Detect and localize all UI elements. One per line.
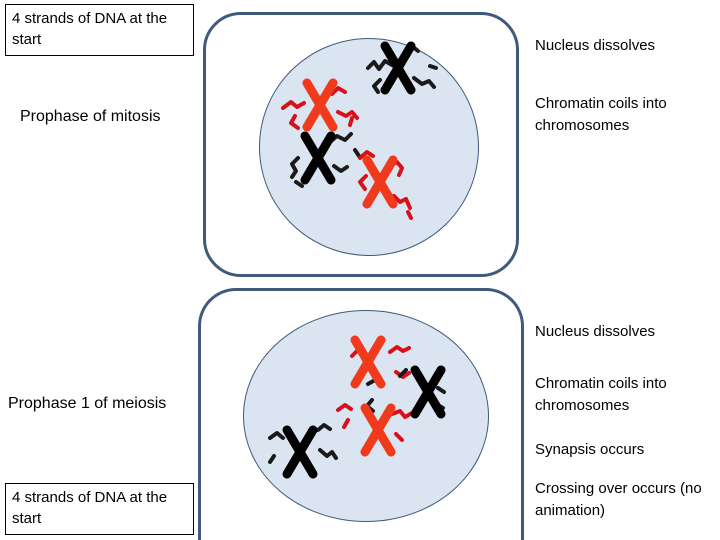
- meiosis-note-nucleus-dissolves: Nucleus dissolves: [535, 323, 656, 340]
- mitosis-nucleus: [259, 38, 479, 256]
- meiosis-note-synapsis: Synapsis occurs: [535, 441, 645, 458]
- meiosis-note-crossing-over: Crossing over occurs (no animation): [535, 480, 702, 519]
- meiosis-chromosome-red-1: [355, 340, 381, 384]
- mitosis-title: Prophase of mitosis: [20, 108, 161, 125]
- mitosis-chromosome-black-2: [305, 136, 331, 180]
- mitosis-chromosome-red-2: [367, 160, 393, 204]
- meiosis-chromatin-red-2: [336, 403, 414, 442]
- mitosis-chromatin-black-2: [290, 132, 361, 188]
- meiosis-chromatin-black-2: [268, 423, 338, 464]
- meiosis-note-chromatin-coils: Chromatin coils into chromosomes: [535, 375, 667, 414]
- meiosis-chromosome-black-2: [287, 430, 313, 474]
- mitosis-chromatin-red-1: [281, 86, 359, 130]
- mitosis-chromosome-black-1: [385, 46, 411, 90]
- mitosis-chromosome-red-1: [307, 83, 333, 127]
- mitosis-note-nucleus-dissolves: Nucleus dissolves: [535, 37, 656, 54]
- meiosis-title: Prophase 1 of meiosis: [8, 395, 167, 412]
- meiosis-chromosome-red-2: [365, 408, 391, 452]
- meiosis-chromosome-black-1: [415, 370, 441, 414]
- meiosis-start-note: 4 strands of DNA at the start: [5, 483, 194, 535]
- mitosis-chromatin-red-2: [358, 150, 413, 220]
- mitosis-note-chromatin-coils: Chromatin coils into chromosomes: [535, 95, 667, 134]
- mitosis-start-note: 4 strands of DNA at the start: [5, 4, 194, 56]
